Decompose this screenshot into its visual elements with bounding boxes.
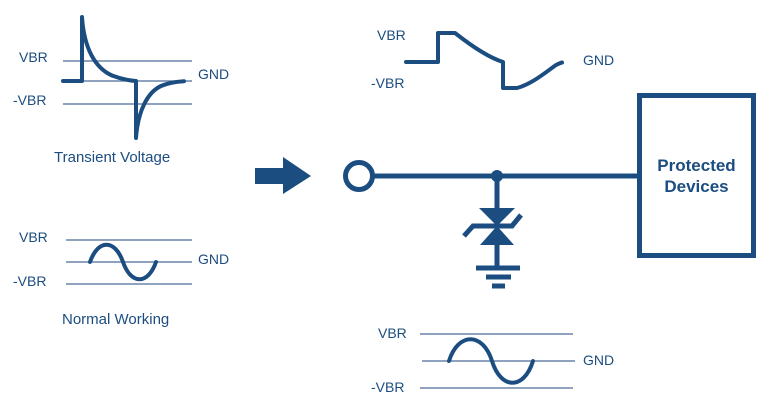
sine-output-waveform-plot [420, 333, 575, 389]
sine-out-gnd-label: GND [583, 352, 615, 368]
protected-devices-box: Protected Devices [637, 93, 756, 258]
clipped-output-waveform-plot [404, 31, 564, 90]
sine-waveform-curve [447, 337, 535, 385]
sine-out-neg-vbr-label: -VBR [371, 379, 405, 395]
input-terminal-icon [343, 160, 375, 192]
normal-waveform-plot [66, 239, 192, 285]
circuit-schematic [343, 160, 637, 289]
transient-neg-vbr-label: -VBR [13, 92, 47, 108]
normal-caption: Normal Working [62, 311, 170, 328]
transient-vbr-label: VBR [19, 49, 48, 65]
transient-caption: Transient Voltage [54, 149, 171, 166]
normal-vbr-label: VBR [19, 229, 48, 245]
transient-gnd-label: GND [198, 66, 230, 82]
normal-neg-vbr-label: -VBR [13, 273, 47, 289]
transient-waveform-plot [61, 15, 192, 140]
normal-gnd-label: GND [198, 251, 230, 267]
sine-waveform-curve [88, 242, 158, 282]
tvs-diode-icon [462, 176, 523, 268]
flow-arrow-icon [255, 157, 311, 194]
transient-waveform-curve [61, 15, 186, 140]
clipped-neg-vbr-label: -VBR [371, 75, 405, 91]
clipped-gnd-label: GND [583, 52, 615, 68]
sine-out-vbr-label: VBR [378, 325, 407, 341]
protected-devices-label: Protected Devices [657, 155, 736, 196]
ground-icon [476, 265, 520, 289]
clipped-vbr-label: VBR [377, 27, 406, 43]
clipped-waveform-curve [404, 31, 564, 90]
